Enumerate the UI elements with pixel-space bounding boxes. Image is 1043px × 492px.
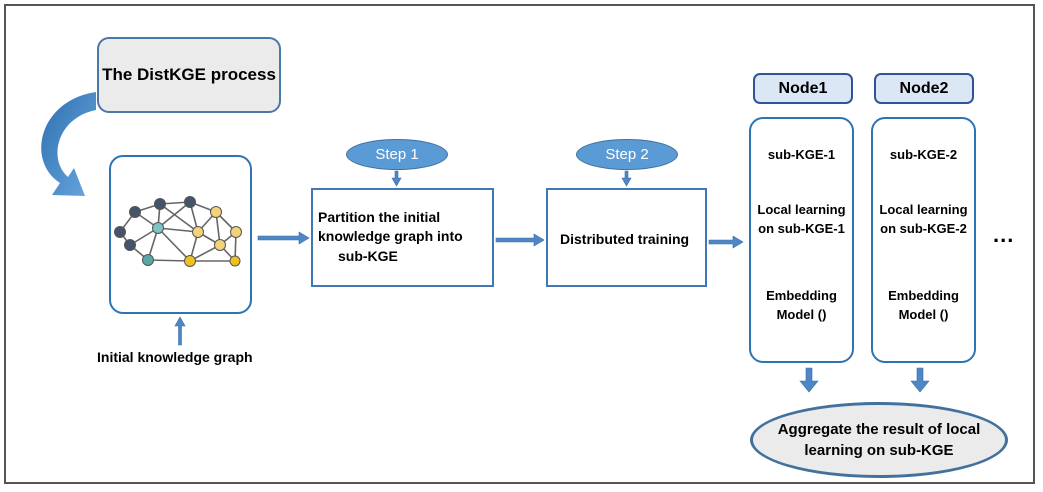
step2-ellipse: Step 2 [576, 139, 678, 170]
node1-model-line2: Model () [776, 307, 827, 322]
arrow-up-to-graph [174, 316, 186, 346]
node2-name: Node2 [899, 79, 949, 97]
step2-label: Step 2 [605, 146, 649, 163]
diagram-frame [4, 4, 1035, 484]
step1-box-line1: Partition the initial [318, 209, 441, 225]
node2-column [871, 117, 976, 363]
arrow-step2-to-node1 [708, 235, 744, 249]
process-title-box: The DistKGE process [97, 37, 281, 113]
curved-arrow [41, 92, 96, 196]
initial-graph-label: Initial knowledge graph [97, 349, 253, 365]
arrow-node2-to-aggregate [910, 367, 930, 393]
arrow-step1-to-step2 [495, 233, 545, 247]
step1-label: Step 1 [375, 146, 419, 163]
arrow-step2-down [621, 170, 632, 187]
process-title: The DistKGE process [102, 65, 276, 84]
node1-column [749, 117, 854, 363]
step1-ellipse: Step 1 [346, 139, 448, 170]
step2-box-line1: Distributed training [560, 231, 690, 247]
step2-box [546, 188, 707, 287]
arrow-graph-to-step1 [257, 231, 310, 245]
node1-name: Node1 [778, 79, 828, 97]
node2-model-line2: Model () [898, 307, 949, 322]
arrow-step1-down [391, 170, 402, 187]
node1-header: Node1 [753, 73, 853, 104]
step1-box [311, 188, 494, 287]
aggregate-line2: learning on sub-KGE [804, 442, 954, 459]
node2-learn-line2: on sub-KGE-2 [880, 221, 967, 236]
node1-model-line1: Embedding [766, 288, 837, 303]
node2-model-line1: Embedding [888, 288, 959, 303]
node2-learn-line1: Local learning [879, 202, 968, 217]
more-nodes-ellipsis: ... [993, 222, 1015, 247]
node1-sub-kge: sub-KGE-1 [767, 147, 836, 162]
node2-header: Node2 [874, 73, 974, 104]
aggregate-ellipse: Aggregate the result of local learning o… [750, 402, 1008, 478]
node2-sub-kge: sub-KGE-2 [889, 147, 958, 162]
knowledge-graph-illustration [114, 196, 242, 267]
initial-graph-box [109, 155, 252, 314]
node1-learn-line1: Local learning [757, 202, 846, 217]
aggregate-line1: Aggregate the result of local [777, 421, 981, 438]
step1-box-line2: knowledge graph into [318, 228, 463, 244]
node1-learn-line2: on sub-KGE-1 [758, 221, 845, 236]
arrow-node1-to-aggregate [799, 367, 819, 393]
step1-box-line3: sub-KGE [338, 248, 398, 264]
